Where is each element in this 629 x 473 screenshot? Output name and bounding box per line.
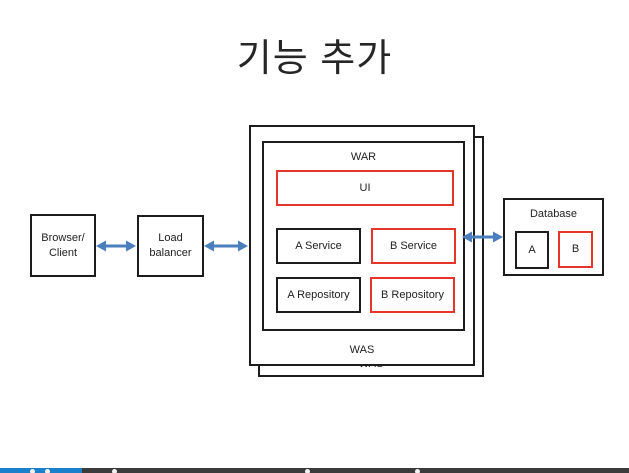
node-ui: UI [276, 170, 454, 206]
node-a-service-label: A Service [295, 239, 342, 252]
node-database: Database A B [503, 198, 604, 276]
node-load-balancer: Load balancer [137, 215, 204, 277]
node-ui-label: UI [359, 181, 371, 194]
double-arrow-icon-was-database [462, 231, 503, 243]
node-db-b-label: B [571, 243, 580, 255]
player-progress-filled[interactable] [0, 468, 82, 473]
node-was: WAS WAR UI A Service B Service A R [249, 125, 475, 366]
node-b-service-label: B Service [389, 239, 438, 252]
node-b-service: B Service [371, 228, 456, 264]
node-load-balancer-label: Load balancer [149, 232, 192, 259]
player-button-dot[interactable] [305, 469, 310, 473]
node-db-a-label: A [528, 243, 536, 256]
node-war-label: WAR [350, 151, 377, 163]
player-button-dot[interactable] [30, 469, 35, 473]
node-database-label: Database [529, 208, 578, 220]
node-a-repository-label: A Repository [287, 288, 350, 301]
node-db-a: A [515, 231, 549, 269]
node-was-label: WAS [349, 344, 375, 356]
player-toolbar[interactable] [0, 468, 629, 473]
player-button-dot[interactable] [112, 469, 117, 473]
player-button-dot[interactable] [415, 469, 420, 473]
node-b-repository: B Repository [370, 277, 455, 313]
double-arrow-icon-loadbalancer-was [204, 240, 248, 252]
node-war: WAR UI A Service B Service A Repository [262, 141, 465, 331]
player-button-dot[interactable] [45, 469, 50, 473]
slide-title: 기능 추가 [236, 38, 393, 80]
node-a-repository: A Repository [276, 277, 361, 313]
node-db-b: B [558, 231, 593, 268]
double-arrow-icon-browser-loadbalancer [96, 240, 136, 252]
node-browser-client: Browser/ Client [30, 214, 96, 277]
node-a-service: A Service [276, 228, 361, 264]
node-b-repository-label: B Repository [381, 288, 444, 301]
node-browser-client-label: Browser/ Client [41, 231, 85, 259]
